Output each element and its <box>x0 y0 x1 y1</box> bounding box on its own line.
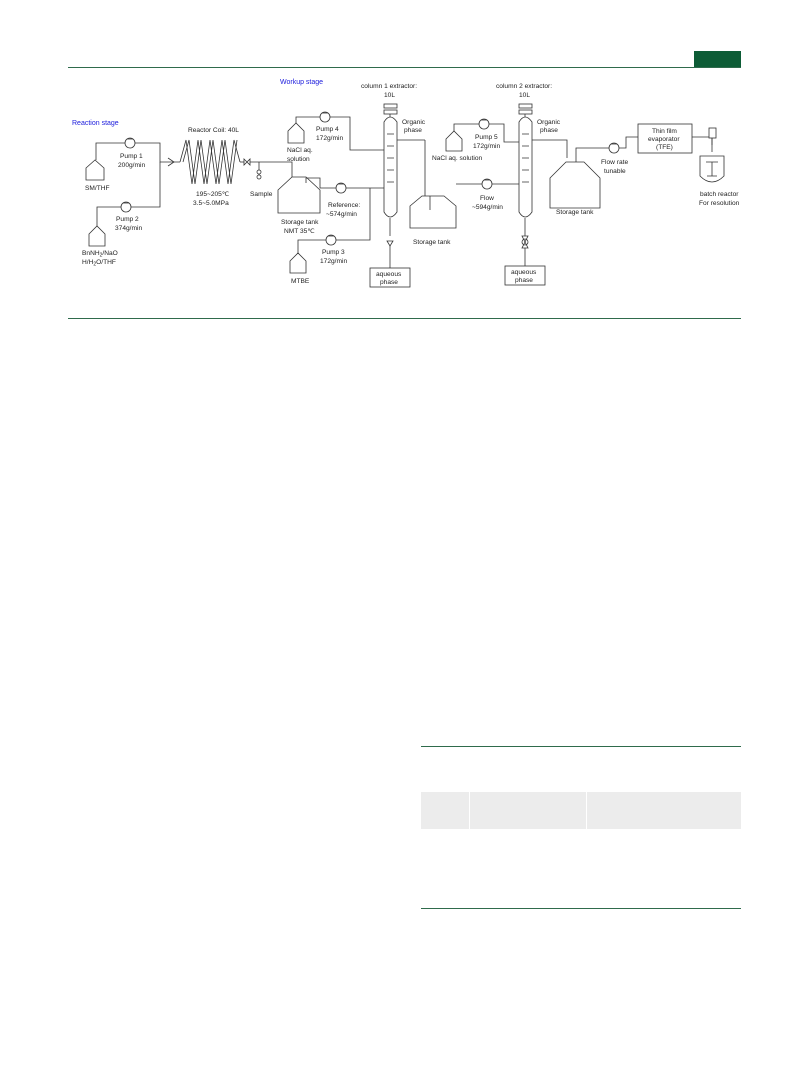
column-2-organic-a: Organic <box>537 119 561 126</box>
column-1-extractor: column 1 extractor: 10L Organic phase aq… <box>361 83 426 288</box>
pump-3-name: Pump 3 <box>322 249 345 256</box>
column-1-aqueous-b: phase <box>380 279 398 286</box>
flow-label-a: Flow <box>480 195 494 202</box>
batch-reactor-label-a: batch reactor <box>700 191 739 198</box>
pump-1-rate: 200g/min <box>118 162 145 169</box>
feed-sm-label: SM/THF <box>85 185 110 192</box>
column-2-organic-b: phase <box>540 127 558 134</box>
column-2-extractor: column 2 extractor: 10L Organic phase aq… <box>496 83 568 286</box>
feed-bottle-sm: SM/THF <box>85 159 110 192</box>
tfe-line-a: Thin film <box>652 128 677 135</box>
tunable-pump: Flow rate tunable <box>601 136 638 175</box>
tfe-line-b: evaporator <box>648 136 680 143</box>
pump-4-rate: 172g/min <box>316 135 343 142</box>
reference-rate: ~574g/min <box>326 211 357 218</box>
table-column-separator <box>469 792 470 829</box>
column-2-volume: 10L <box>519 92 530 99</box>
header-rule <box>68 67 741 68</box>
pump-2-name: Pump 2 <box>116 216 139 223</box>
nacl-1-label-a: NaCl aq. <box>287 147 313 154</box>
column-2-aqueous-b: phase <box>515 277 533 284</box>
flow-label-b: ~594g/min <box>472 204 503 211</box>
column-1-organic-a: Organic <box>402 119 426 126</box>
pump-1: Pump 1 200g/min <box>95 137 180 169</box>
storage-tank-1: Storage tank NMT 35℃ <box>277 176 336 235</box>
pump-5-rate: 172g/min <box>473 143 500 150</box>
mtbe-label: MTBE <box>291 278 310 285</box>
pump-1-name: Pump 1 <box>120 153 143 160</box>
nacl-bottle-1: NaCl aq. solution <box>287 122 313 163</box>
storage-tank-3: Storage tank <box>549 147 609 216</box>
storage-tank-1-temp: NMT 35℃ <box>284 228 315 235</box>
reactor-temp: 195~205℃ <box>196 191 230 198</box>
storage-tank-2-label: Storage tank <box>413 239 451 246</box>
nacl-2-label: NaCl aq. solution <box>432 155 483 162</box>
nacl-bottle-2: NaCl aq. solution <box>432 130 483 162</box>
batch-reactor: batch reactor For resolution <box>699 127 740 207</box>
feed-bottle-bnnh2: BnNH2/NaO H/H2O/THF <box>82 225 118 268</box>
tunable-label-a: Flow rate <box>601 159 628 166</box>
pump-2-rate: 374g/min <box>115 225 142 232</box>
flow-pump: Flow ~594g/min <box>456 178 519 211</box>
nacl-1-label-b: solution <box>287 156 310 163</box>
feed-bnnh2-line2: H/H2O/THF <box>82 259 116 268</box>
feed-bnnh2-line1: BnNH2/NaO <box>82 250 118 259</box>
journal-tab <box>694 51 741 67</box>
pump-2: Pump 2 374g/min <box>96 162 161 232</box>
pump-5: Pump 5 172g/min <box>453 118 519 150</box>
flow-process-diagram: Reaction stage Workup stage SM/THF BnNH2… <box>72 79 740 288</box>
workup-stage-label: Workup stage <box>280 79 323 86</box>
batch-reactor-label-b: For resolution <box>699 200 740 207</box>
table-header-band <box>421 792 741 829</box>
column-1-organic-b: phase <box>404 127 422 134</box>
storage-tank-3-label: Storage tank <box>556 209 594 216</box>
table-column-separator <box>586 792 587 829</box>
column-2-title: column 2 extractor: <box>496 83 552 90</box>
reaction-stage-label: Reaction stage <box>72 120 119 127</box>
column-2-aqueous-a: aqueous <box>511 269 537 276</box>
column-1-aqueous-a: aqueous <box>376 271 402 278</box>
reactor-title: Reactor Coil: 40L <box>188 127 239 134</box>
thin-film-evaporator: Thin film evaporator (TFE) <box>637 123 713 154</box>
pump-5-name: Pump 5 <box>475 134 498 141</box>
figure-bottom-rule <box>68 318 741 319</box>
reference-label: Reference: <box>328 202 360 209</box>
pump-4: Pump 4 172g/min <box>295 111 384 151</box>
sample-valve: Sample <box>240 158 293 198</box>
column-1-volume: 10L <box>384 92 395 99</box>
pump-3-rate: 172g/min <box>320 258 347 265</box>
check-valve-icon <box>167 157 175 167</box>
pump-4-name: Pump 4 <box>316 126 339 133</box>
reference-pump: Reference: ~574g/min <box>326 182 384 218</box>
table-bottom-rule <box>421 908 741 909</box>
sample-label: Sample <box>250 191 273 198</box>
pump-3: Pump 3 172g/min <box>297 188 371 265</box>
mtbe-bottle: MTBE <box>289 252 310 285</box>
reactor-coil: Reactor Coil: 40L 195~205℃ 3.5~5.0MPa <box>179 127 241 207</box>
table-top-rule <box>421 746 741 747</box>
tfe-line-c: (TFE) <box>656 144 673 151</box>
storage-tank-1-label: Storage tank <box>281 219 319 226</box>
storage-tank-2: Storage tank <box>409 195 457 246</box>
reactor-pressure: 3.5~5.0MPa <box>193 200 229 207</box>
column-1-title: column 1 extractor: <box>361 83 417 90</box>
tunable-label-b: tunable <box>604 168 626 175</box>
